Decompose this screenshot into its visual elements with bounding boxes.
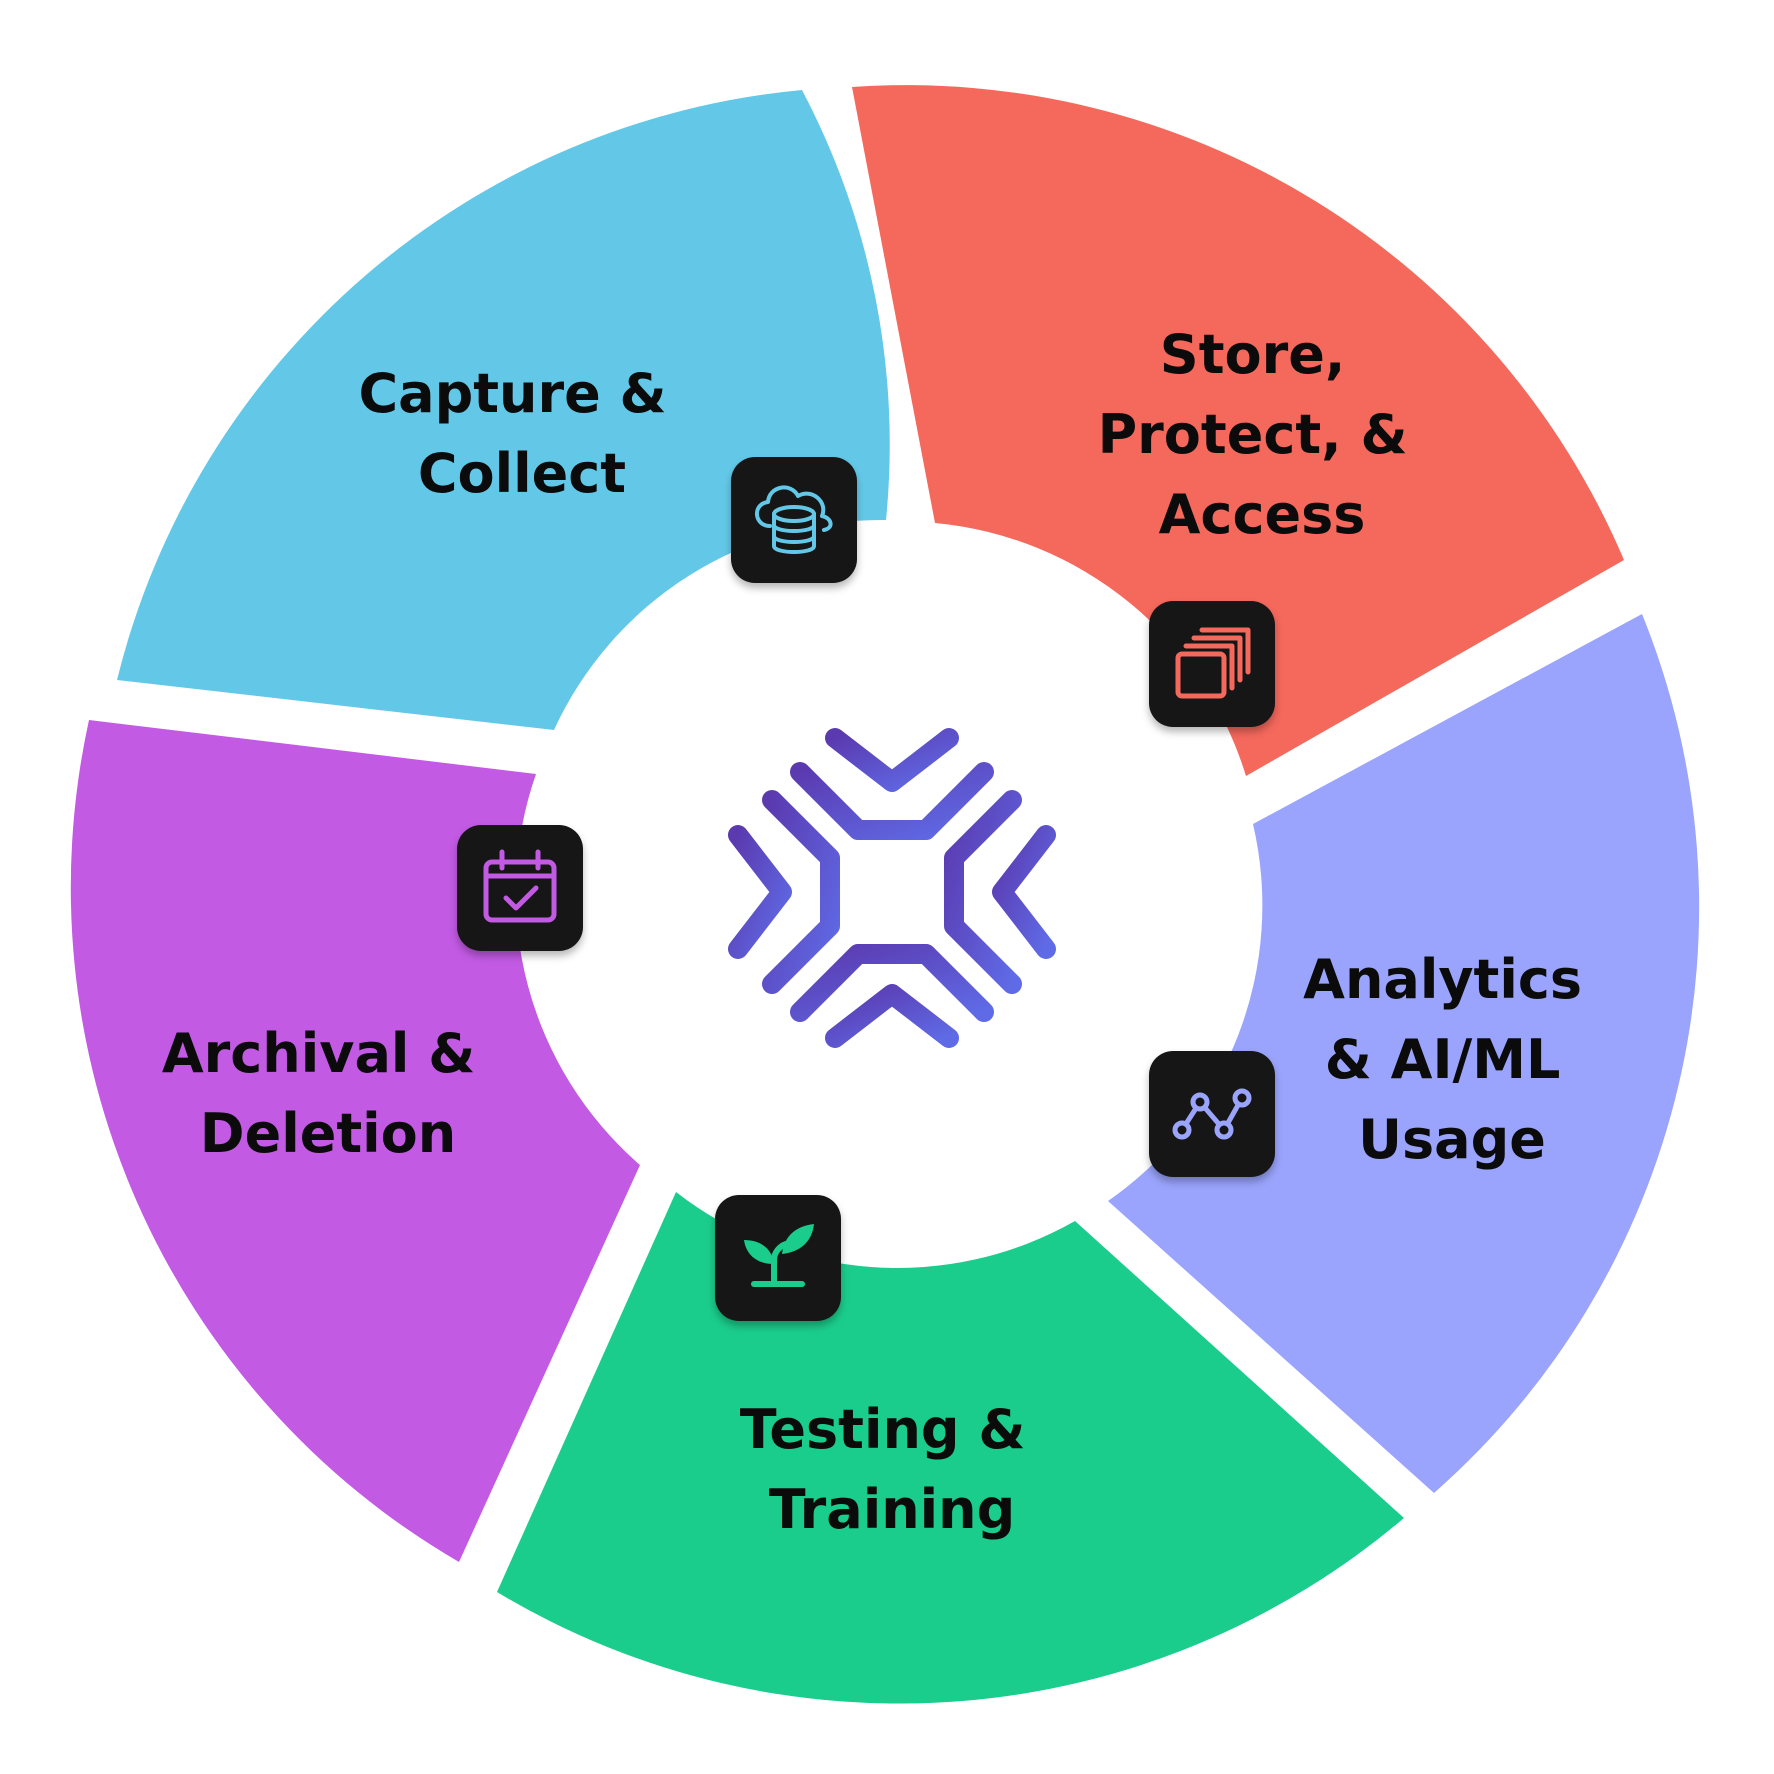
- label-testing-training: Testing & Training: [740, 1398, 1045, 1541]
- segment-analytics-aiml-usage: [1108, 614, 1700, 1493]
- ring-segments: [70, 85, 1700, 1704]
- label-capture-collect: Capture & Collect: [359, 362, 686, 505]
- label-analytics-aiml-usage: Analytics & AI/ML Usage: [1303, 948, 1601, 1171]
- badge-analytics: [1149, 1051, 1275, 1177]
- stacked-windows-icon: [1175, 627, 1251, 699]
- cloud-database-icon: [755, 485, 833, 554]
- badge-store: [1149, 601, 1275, 727]
- segment-testing-training: [497, 1192, 1404, 1704]
- label-archival-deletion: Archival & Deletion: [162, 1022, 494, 1165]
- sprout-icon: [744, 1224, 814, 1287]
- brand-logo-icon: [728, 728, 1056, 1048]
- segment-store-protect-access: [852, 85, 1624, 776]
- label-store-protect-access: Store, Protect, & Access: [1098, 323, 1427, 546]
- line-chart-icon: [1172, 1088, 1252, 1140]
- badge-testing: [715, 1195, 841, 1321]
- segment-labels: Capture & Collect Store, Protect, & Acce…: [162, 323, 1601, 1541]
- badge-archival: [457, 825, 583, 951]
- badge-capture: [731, 457, 857, 583]
- calendar-check-icon: [483, 849, 557, 923]
- segment-capture-collect: [117, 90, 890, 730]
